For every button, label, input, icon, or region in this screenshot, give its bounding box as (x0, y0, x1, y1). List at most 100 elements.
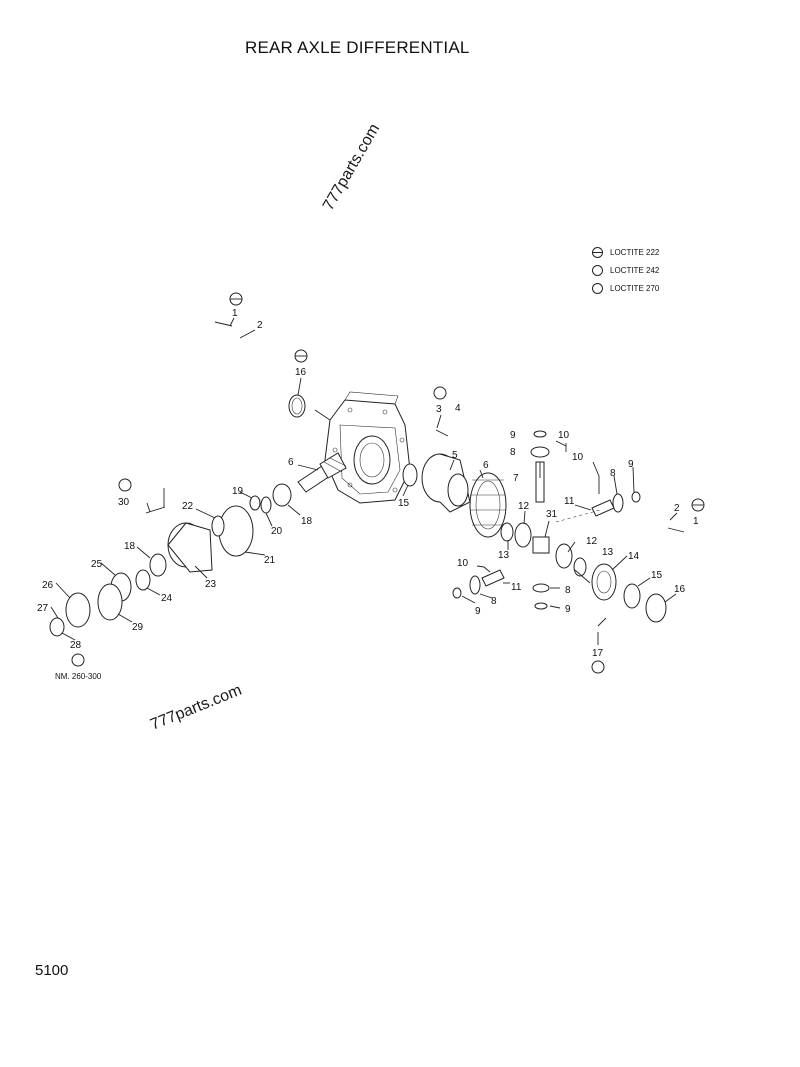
thrust-washer (500, 522, 514, 542)
yoke-flange (65, 592, 91, 628)
screw (435, 429, 449, 437)
ring-gear (469, 472, 507, 538)
loctite-222-symbol (294, 349, 308, 363)
o-ring (249, 495, 261, 511)
planet-gear (530, 446, 550, 458)
callout: 6 (288, 457, 294, 468)
callout: 16 (674, 584, 686, 595)
callout: 29 (132, 622, 144, 633)
callout: 18 (301, 516, 313, 527)
callout: 12 (586, 536, 598, 547)
side-gear (514, 522, 532, 548)
screw (145, 506, 166, 514)
callout: 24 (161, 593, 173, 604)
differential-case (421, 453, 471, 513)
callout: 9 (510, 430, 516, 441)
callout: 17 (592, 648, 604, 659)
shim (211, 515, 225, 537)
screw (214, 321, 233, 327)
callout: 1 (232, 308, 238, 319)
callout: 26 (42, 580, 54, 591)
callout: 13 (498, 550, 510, 561)
circle-icon (592, 264, 603, 276)
legend-label: LOCTITE 242 (610, 265, 660, 275)
callout: 9 (628, 459, 634, 470)
callout: 3 (436, 404, 442, 415)
seal-ring (402, 463, 418, 487)
callout: 18 (124, 541, 136, 552)
callout: 21 (264, 555, 276, 566)
loctite-222-symbol (691, 498, 705, 512)
side-gear (555, 543, 573, 569)
cover-flange (218, 505, 254, 557)
callout: 27 (37, 603, 49, 614)
callout: 20 (271, 526, 283, 537)
callout: 10 (457, 558, 469, 569)
spider-shaft (591, 499, 615, 517)
loctite-222-symbol (229, 292, 243, 306)
callout: 28 (70, 640, 82, 651)
callout: 10 (572, 452, 584, 463)
screw (667, 527, 685, 533)
callout: 31 (546, 509, 558, 520)
washer (631, 491, 641, 503)
callout: 10 (558, 430, 570, 441)
loctite-242-symbol (433, 386, 447, 400)
callout: 9 (565, 604, 571, 615)
callout: 6 (483, 460, 489, 471)
callout: 15 (651, 570, 663, 581)
planet-gear (532, 583, 550, 593)
differential-case-half (591, 563, 617, 601)
callout: 25 (91, 559, 103, 570)
thrust-washer (573, 557, 587, 577)
callout: 30 (118, 497, 130, 508)
spider-block (532, 536, 550, 554)
callout: 19 (232, 486, 244, 497)
loctite-legend: LOCTITE 222 LOCTITE 242 LOCTITE 270 (592, 243, 659, 297)
legend-item: LOCTITE 222 (592, 243, 659, 261)
bearing (272, 483, 292, 507)
differential-housing (324, 391, 411, 504)
callout: 1 (693, 516, 699, 527)
callout: 9 (475, 606, 481, 617)
loctite-270-symbol (71, 653, 85, 667)
callout: 16 (295, 367, 307, 378)
washer (533, 430, 547, 438)
torque-note: NM. 260-300 (55, 672, 102, 681)
planet-gear (612, 493, 624, 513)
callout: 5 (452, 450, 458, 461)
loctite-242-symbol (118, 478, 132, 492)
callout: 8 (610, 468, 616, 479)
legend-item: LOCTITE 270 (592, 279, 659, 297)
page-title: REAR AXLE DIFFERENTIAL (245, 38, 470, 57)
leader-lines (50, 317, 678, 645)
washer (452, 587, 462, 599)
pinion-shaft (297, 452, 347, 493)
spider-shaft (481, 569, 505, 587)
callout: 11 (511, 582, 522, 593)
callout: 8 (491, 596, 497, 607)
callout: 11 (564, 496, 575, 507)
spacer-ring (260, 496, 272, 514)
callout: 2 (257, 320, 263, 331)
callout: 15 (398, 498, 410, 509)
pinion-carrier (167, 522, 213, 573)
legend-label: LOCTITE 222 (610, 247, 660, 257)
callout: 13 (602, 547, 614, 558)
bearing-cup (645, 593, 667, 623)
callout: 8 (510, 447, 516, 458)
dust-cover (97, 583, 123, 621)
callout: 2 (674, 503, 680, 514)
callout: 22 (182, 501, 194, 512)
legend-label: LOCTITE 270 (610, 283, 660, 293)
circle-with-line-icon (592, 246, 603, 258)
loctite-symbols (71, 292, 705, 674)
callout: 12 (518, 501, 530, 512)
washer (534, 602, 548, 610)
planet-gear (469, 575, 481, 595)
seal-ring (288, 394, 306, 418)
bearing (623, 583, 641, 609)
callout: 23 (205, 579, 217, 590)
